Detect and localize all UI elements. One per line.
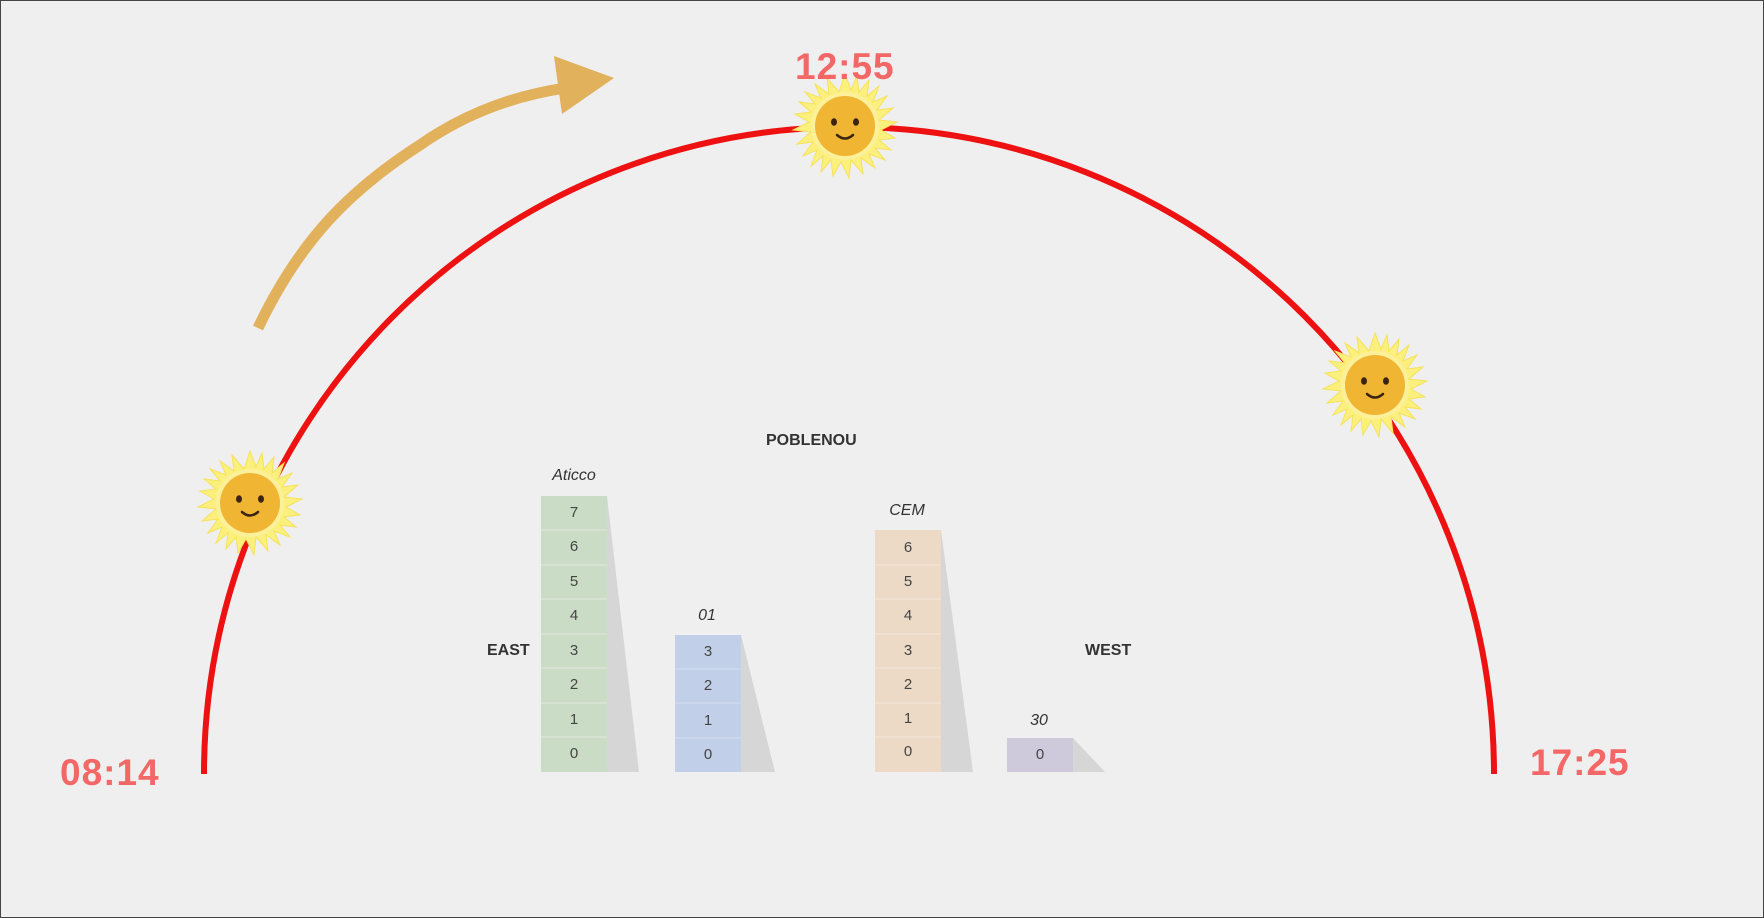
floor-number: 2 — [703, 677, 713, 694]
west-label: WEST — [1085, 642, 1132, 659]
floor-number: 6 — [569, 538, 579, 555]
east-label: EAST — [487, 642, 530, 659]
building-shadow — [941, 530, 973, 772]
building-shadow — [1073, 738, 1105, 772]
noon-time: 12:55 — [795, 46, 895, 87]
building-name: 01 — [698, 607, 716, 624]
building-shadow — [741, 635, 775, 772]
sun-path-arrow-icon — [253, 82, 566, 331]
floor-dividers — [541, 529, 607, 738]
building-30 — [1007, 738, 1073, 772]
sun-icon — [791, 72, 899, 180]
floor-number: 3 — [569, 642, 579, 659]
floor-number: 5 — [569, 573, 579, 590]
floor-number: 4 — [569, 607, 579, 624]
sunrise-time: 08:14 — [60, 752, 160, 793]
floor-number: 0 — [1035, 746, 1045, 763]
floor-number: 5 — [903, 573, 913, 590]
sunset-time: 17:25 — [1530, 742, 1630, 783]
building-shadow — [607, 496, 639, 772]
floor-number: 1 — [703, 712, 713, 729]
floor-number: 0 — [569, 745, 579, 762]
building-name: Aticco — [552, 467, 596, 484]
sun-path-arc — [201, 123, 1497, 775]
floor-number: 0 — [903, 743, 913, 760]
floor-number: 2 — [903, 676, 913, 693]
building-cem — [875, 530, 941, 772]
floor-number: 0 — [703, 746, 713, 763]
floor-number: 2 — [569, 676, 579, 693]
floor-number: 7 — [569, 504, 579, 521]
floor-number: 3 — [903, 642, 913, 659]
floor-number: 4 — [903, 607, 913, 624]
floor-number: 6 — [903, 539, 913, 556]
arrow-head-icon — [554, 56, 614, 114]
location-title: POBLENOU — [766, 432, 857, 449]
floor-number: 1 — [569, 711, 579, 728]
building-name: CEM — [889, 502, 925, 519]
sun-icon — [196, 449, 304, 557]
floor-number: 3 — [703, 643, 713, 660]
floor-number: 1 — [903, 710, 913, 727]
building-name: 30 — [1030, 712, 1048, 729]
